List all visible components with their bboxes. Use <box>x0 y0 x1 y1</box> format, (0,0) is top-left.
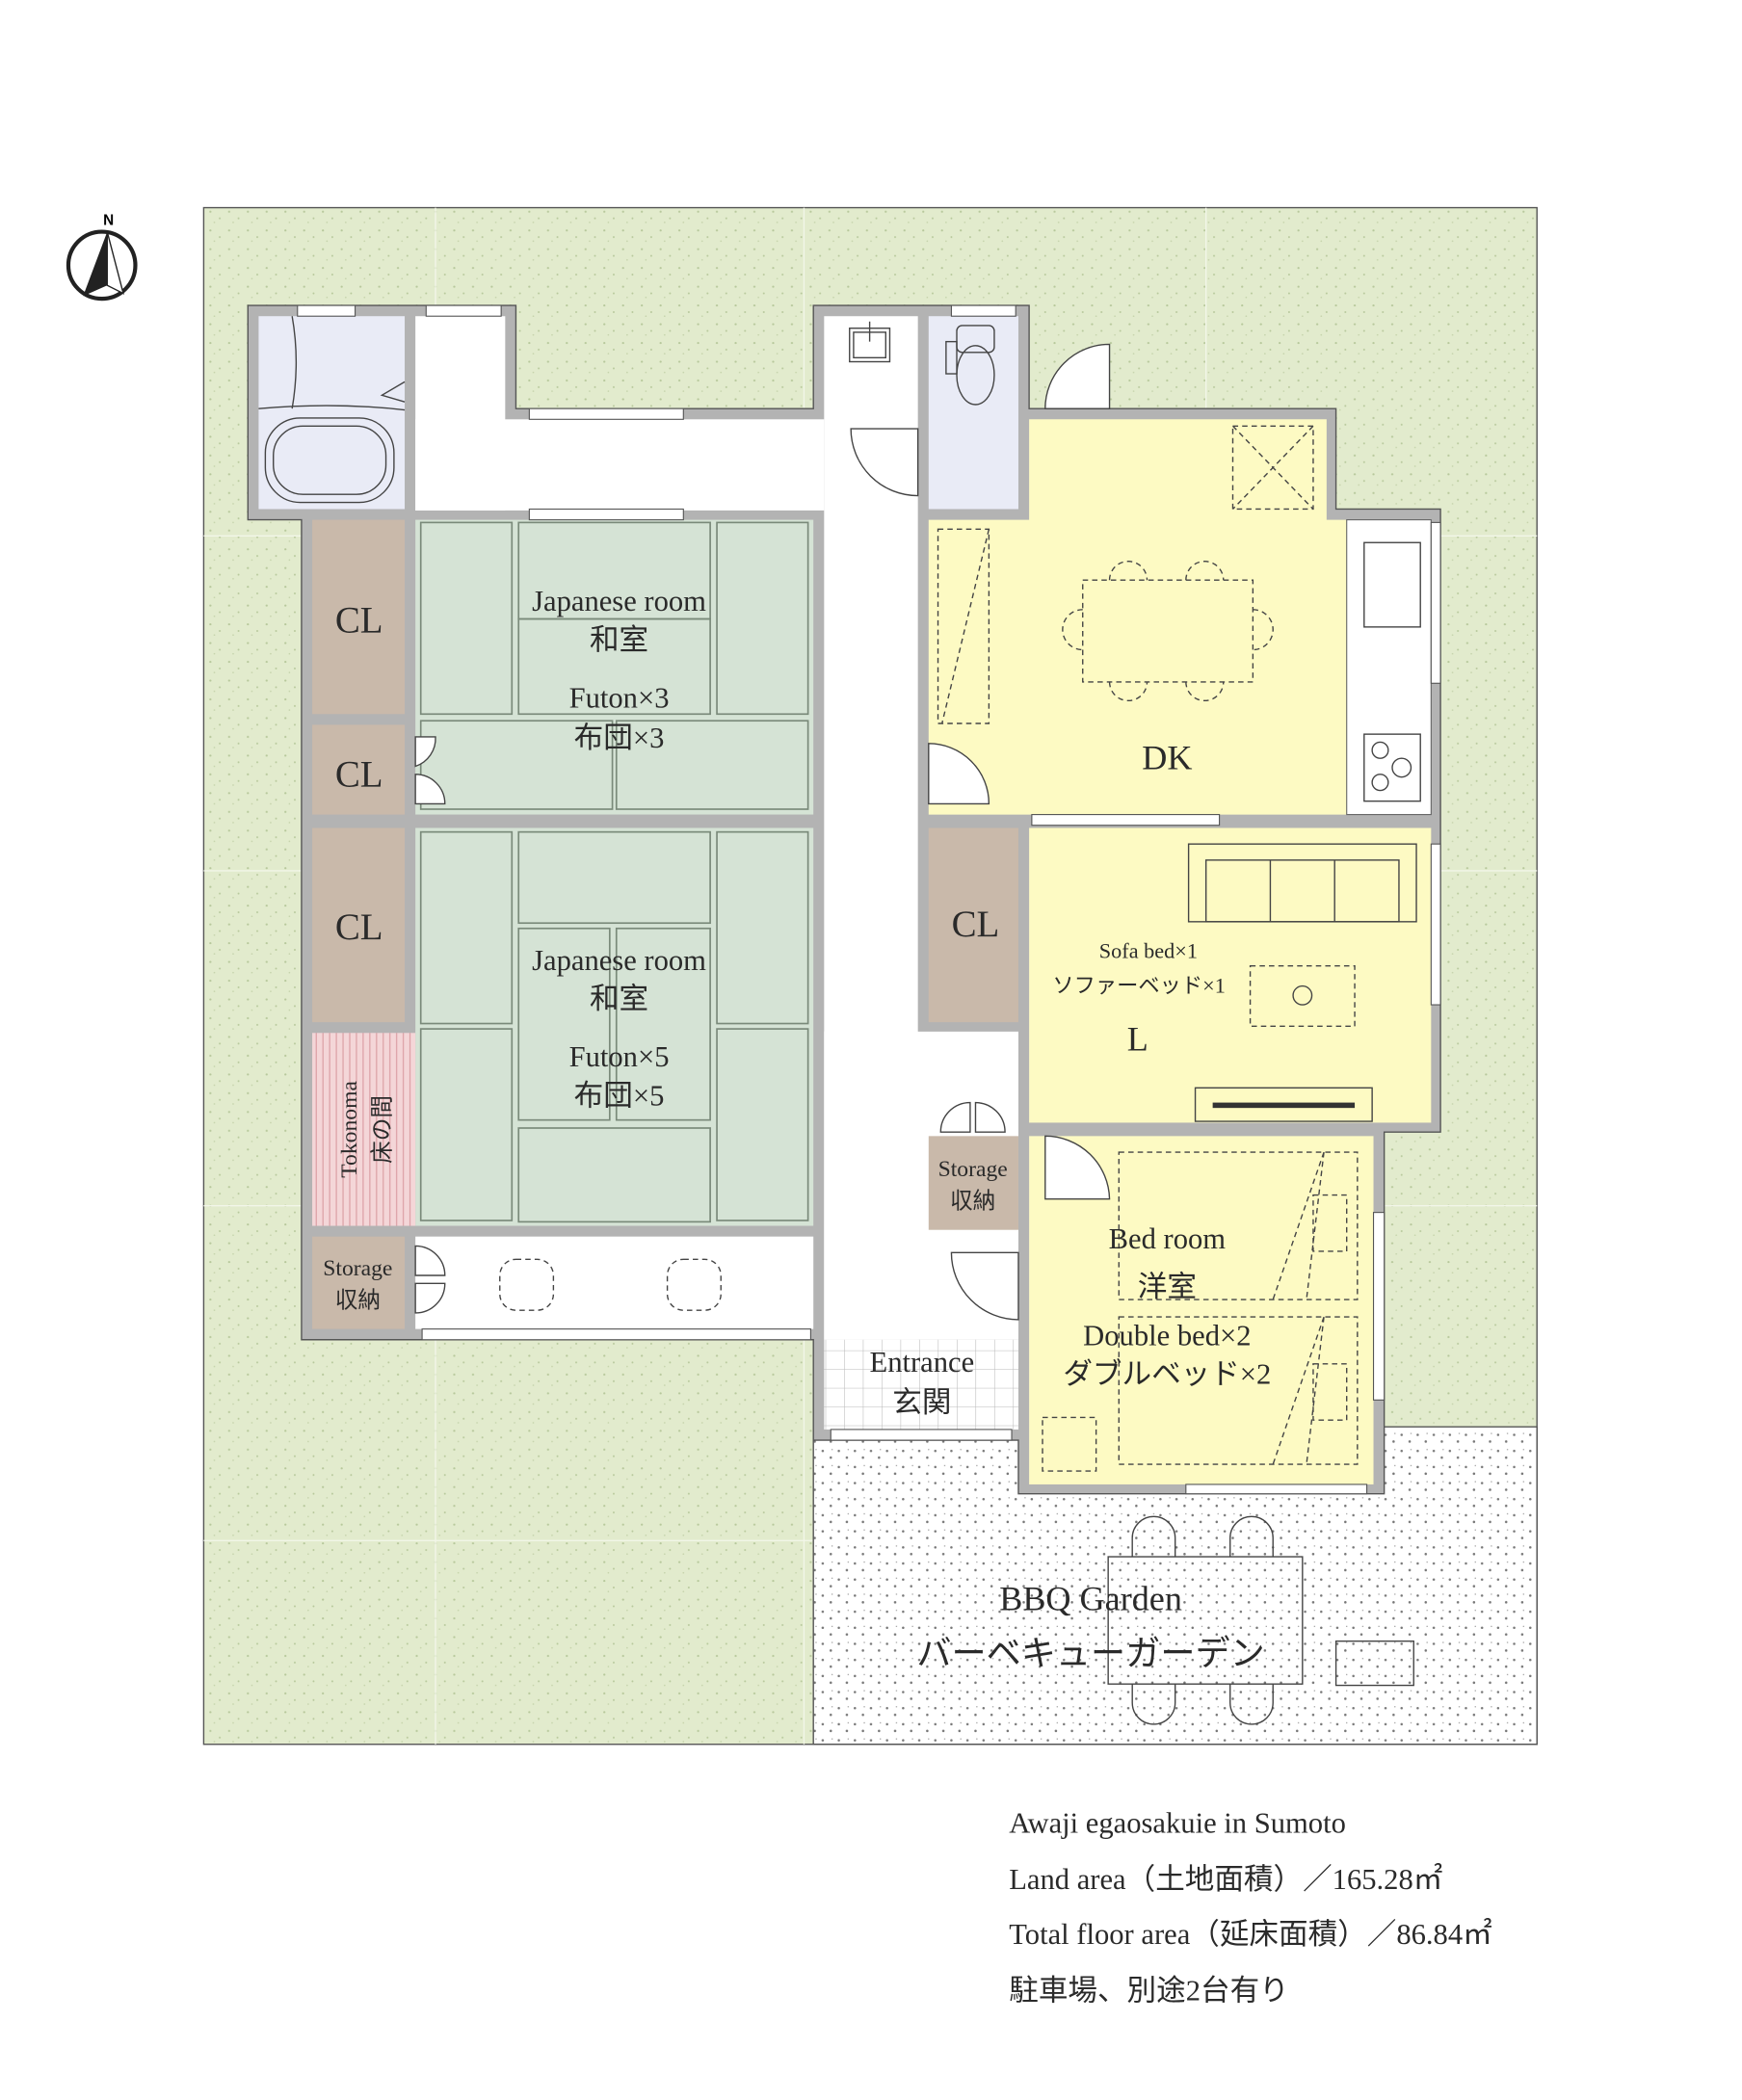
toilet-room <box>928 316 1018 510</box>
parking-note: 駐車場、別途2台有り <box>1009 1974 1289 2007</box>
japanese-room-1-futon-en: Futon×3 <box>569 681 670 714</box>
toilet-icon <box>945 325 995 406</box>
dk-label: DK <box>1142 738 1192 776</box>
bedroom-bed-en: Double bed×2 <box>1083 1319 1251 1352</box>
double-bed-icons <box>1042 1151 1359 1472</box>
living-label: L <box>1127 1019 1148 1058</box>
entrance-en: Entrance <box>870 1346 975 1378</box>
kitchen-counter <box>1346 519 1432 816</box>
bathroom <box>258 316 406 510</box>
bedroom-bed-jp: ダブルベッド×2 <box>1063 1358 1271 1391</box>
floor-area: Total floor area（延床面積）／86.84㎡ <box>1009 1918 1491 1951</box>
fridge-cabinet-icon <box>937 528 990 724</box>
door-icons <box>414 343 1111 1321</box>
sink-icon <box>1363 541 1421 628</box>
bedroom-jp: 洋室 <box>1138 1271 1197 1303</box>
bbq-table-icon <box>1107 1515 1304 1725</box>
storage-right <box>928 1136 1018 1230</box>
tv-board-icon <box>1194 1087 1373 1122</box>
bedroom-en: Bed room <box>1109 1222 1227 1255</box>
bbq-garden-jp: バーベキューガーデン <box>916 1635 1264 1673</box>
closet-3-label: CL <box>335 906 383 948</box>
japanese-room-2-futon-en: Futon×5 <box>569 1040 670 1073</box>
window-icons <box>297 304 1441 1495</box>
closet-1-label: CL <box>335 599 383 641</box>
entrance-hall <box>824 1339 1018 1430</box>
storage-left-en: Storage <box>323 1256 392 1281</box>
tokonoma-en: Tokonoma <box>337 1081 362 1178</box>
dining-kitchen <box>928 419 1347 815</box>
japanese-room-1-en: Japanese room <box>532 585 706 617</box>
japanese-room-2-futon-jp: 布団×5 <box>574 1079 665 1112</box>
japanese-room-1-futon-jp: 布団×3 <box>574 722 665 754</box>
japanese-room-1-jp: 和室 <box>590 624 648 657</box>
japanese-room-2-jp: 和室 <box>590 983 648 1015</box>
washbasin-icon <box>849 321 891 363</box>
property-name: Awaji egaosakuie in Sumoto <box>1009 1807 1346 1840</box>
storage-box-icon <box>1231 425 1314 511</box>
entrance-jp: 玄関 <box>892 1386 951 1419</box>
compass-north-label: N <box>103 213 114 229</box>
closet-1 <box>312 519 406 715</box>
coffee-table-icon <box>1249 965 1356 1028</box>
japanese-room-1 <box>415 519 814 815</box>
storage-right-jp: 収納 <box>950 1188 995 1214</box>
japanese-room-2 <box>415 827 814 1226</box>
storage-right-en: Storage <box>938 1157 1008 1182</box>
north-compass-icon: N <box>66 213 138 302</box>
closet-2 <box>312 724 406 815</box>
tokonoma-alcove <box>312 1033 416 1226</box>
cushion-icons <box>499 1258 722 1311</box>
bbq-grill-icon <box>1334 1640 1414 1687</box>
storage-left <box>312 1236 406 1329</box>
sofa-icon <box>1187 843 1417 923</box>
closet-3 <box>312 827 406 1023</box>
tatami-mats-1 <box>419 521 809 810</box>
bbq-garden-en: BBQ Garden <box>999 1580 1182 1618</box>
living-sofa-en: Sofa bed×1 <box>1099 938 1198 962</box>
closet-4 <box>928 827 1018 1023</box>
tatami-mats-2 <box>419 830 809 1223</box>
storage-left-jp: 収納 <box>335 1287 381 1313</box>
land-area: Land area（土地面積）／165.28㎡ <box>1009 1863 1442 1896</box>
tokonoma-jp: 床の間 <box>370 1095 396 1164</box>
living-sofa-jp: ソファーベッド×1 <box>1052 974 1225 998</box>
engawa-corridor <box>415 1236 814 1329</box>
closet-4-label: CL <box>952 904 1000 945</box>
living-room <box>1029 827 1432 1123</box>
closet-2-label: CL <box>335 753 383 795</box>
stove-icon <box>1363 733 1421 802</box>
japanese-room-2-en: Japanese room <box>532 944 706 977</box>
